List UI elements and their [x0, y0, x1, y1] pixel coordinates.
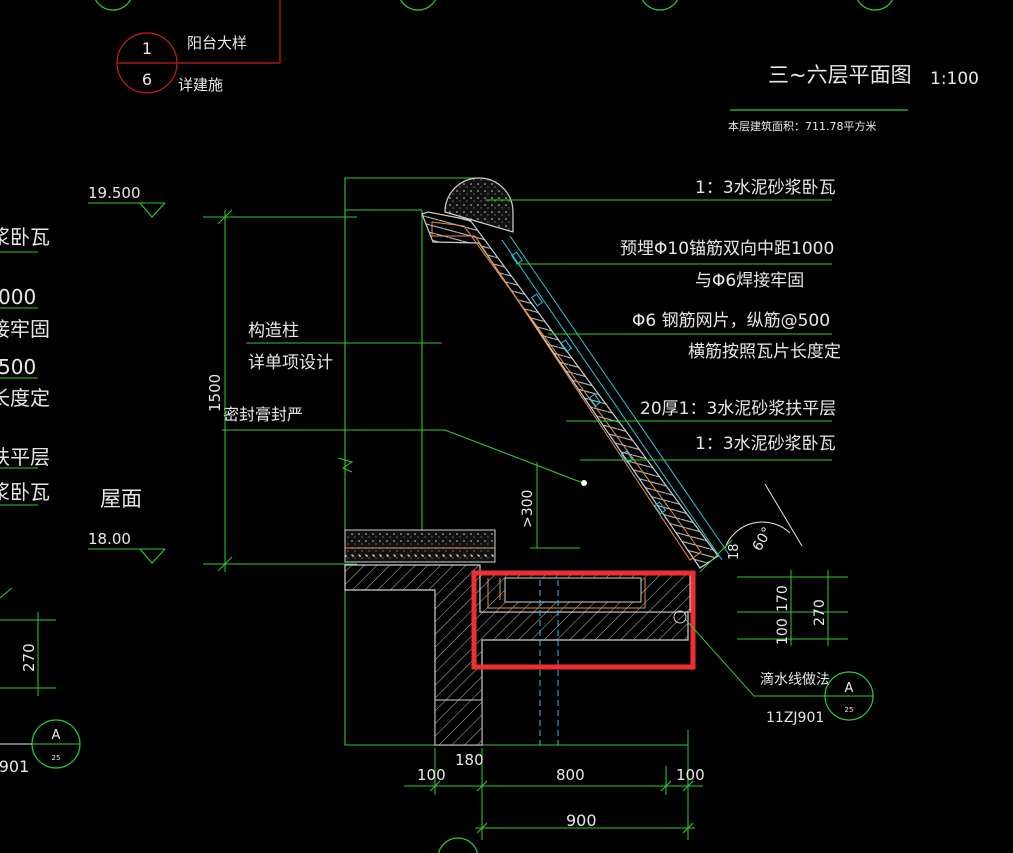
- left-circle-top: A: [52, 728, 61, 743]
- roof-slab: [344, 529, 691, 746]
- note-7: 1：3水泥砂浆卧瓦: [695, 434, 836, 454]
- fragment-3: 接牢固: [0, 317, 50, 341]
- fragment-2: 000: [0, 285, 36, 309]
- highlight-box: [471, 570, 696, 670]
- reference-number: 1: [142, 39, 152, 58]
- title-block: 三~六层平面图 1:100 本层建筑面积：711.78平方米: [728, 63, 979, 133]
- sloped-parapet: [421, 177, 719, 569]
- reference-label-2: 详建施: [178, 76, 223, 94]
- note-2: 预埋Φ10锚筋双向中距1000: [620, 239, 834, 259]
- fragment-6: 扶平层: [0, 445, 50, 469]
- note-4: Φ6 钢筋网片，纵筋@500: [632, 311, 830, 331]
- callout-sealant: 密封膏封严: [223, 405, 303, 424]
- dim-bottom-900: 900: [566, 811, 597, 830]
- dim-bottom-800: 800: [556, 766, 585, 784]
- grid-bubbles-top: [94, 0, 894, 853]
- note-6: 20厚1：3水泥砂浆扶平层: [640, 399, 836, 419]
- fragment-dim-270: 270: [20, 643, 38, 672]
- dim-bottom-100-right: 100: [676, 766, 705, 784]
- drip-label: 滴水线做法: [760, 671, 830, 688]
- elevation-bottom: 18.00: [88, 530, 131, 548]
- column-center-lines: [539, 580, 559, 745]
- dim-bottom-180: 180: [455, 751, 484, 769]
- fragment-7: 浆卧瓦: [0, 480, 50, 504]
- elevation-top: 19.500: [88, 184, 141, 202]
- drip-circle-top: A: [845, 681, 854, 696]
- callout-column-detail: 详单项设计: [248, 353, 333, 373]
- dim-170: 170: [775, 585, 791, 612]
- note-1: 1：3水泥砂浆卧瓦: [695, 178, 836, 198]
- reference-label: 阳台大样: [187, 34, 247, 52]
- reference-sheet: 6: [142, 70, 152, 89]
- height-dimension: [203, 209, 357, 572]
- callout-column: 构造柱: [248, 321, 299, 341]
- fragment-atlas: J901: [0, 757, 29, 776]
- bottom-dimensions: [404, 730, 703, 840]
- left-callouts: 构造柱 详单项设计 密封膏封严: [222, 321, 587, 486]
- dim-angle: 60°: [750, 524, 776, 554]
- note-3: 与Φ6焊接牢固: [695, 271, 804, 291]
- dim-bottom-100-left: 100: [417, 766, 446, 784]
- floor-area: 本层建筑面积：711.78平方米: [728, 119, 877, 133]
- right-notes: 1：3水泥砂浆卧瓦 预埋Φ10锚筋双向中距1000 与Φ6焊接牢固 Φ6 钢筋网…: [485, 178, 841, 461]
- reference-bubble: 1 6 阳台大样 详建施: [116, 0, 281, 94]
- angle-dimension: [724, 483, 803, 549]
- dim-270: 270: [812, 599, 828, 626]
- adjacent-drawing-fragment: 浆卧瓦 000 接牢固 500 长度定 扶平层 浆卧瓦 270 A 25 J90…: [0, 225, 81, 776]
- right-dimensions: [737, 570, 848, 646]
- roof-label: 屋面: [100, 487, 142, 511]
- fragment-5: 长度定: [0, 386, 50, 410]
- dim-height: 1500: [206, 374, 224, 412]
- dim-100: 100: [775, 618, 791, 645]
- note-5: 横筋按照瓦片长度定: [688, 342, 841, 362]
- dim-min-300: >300: [520, 490, 536, 528]
- tile-layer: [501, 235, 731, 561]
- plan-scale: 1:100: [930, 69, 979, 89]
- fragment-1: 浆卧瓦: [0, 225, 50, 249]
- fragment-4: 500: [0, 355, 36, 379]
- column-outline: [337, 177, 688, 746]
- drip-atlas: 11ZJ901: [766, 710, 824, 726]
- min-300-dimension: [530, 462, 580, 549]
- drip-reference: 滴水线做法 A 25 11ZJ901: [685, 619, 874, 726]
- left-circle-bottom: 25: [52, 754, 61, 762]
- dim-18: 18: [727, 543, 742, 560]
- drip-circle-bottom: 25: [845, 706, 854, 714]
- elevation-marks: 19.500 屋面 18.00: [88, 184, 166, 564]
- plan-title: 三~六层平面图: [768, 63, 912, 87]
